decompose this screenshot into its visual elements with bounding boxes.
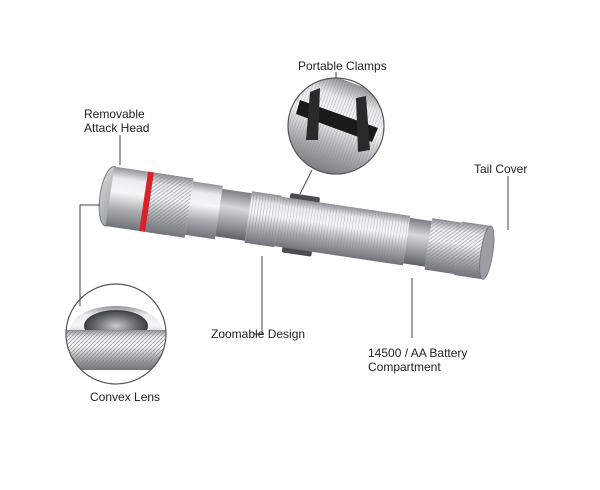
label-zoomable-design: Zoomable Design (211, 327, 306, 341)
label-battery-line2: Compartment (368, 360, 441, 374)
label-battery-line1: 14500 / AA Battery (368, 346, 468, 360)
red-accent-ring (139, 171, 154, 232)
label-portable-clamps: Portable Clamps (298, 59, 387, 73)
label-removable-head-line1: Removable (84, 107, 145, 121)
leader-clamp-to-body (299, 169, 313, 195)
label-tail-cover: Tail Cover (474, 162, 528, 176)
lens-detail (65, 283, 167, 385)
clamp-detail (287, 77, 385, 175)
flashlight-body (98, 166, 495, 280)
leader-lines (79, 72, 509, 338)
label-removable-head-line2: Attack Head (84, 121, 150, 135)
label-convex-lens: Convex Lens (90, 390, 161, 404)
leader-convex-lens (79, 204, 100, 306)
leader-zoomable (254, 256, 263, 335)
